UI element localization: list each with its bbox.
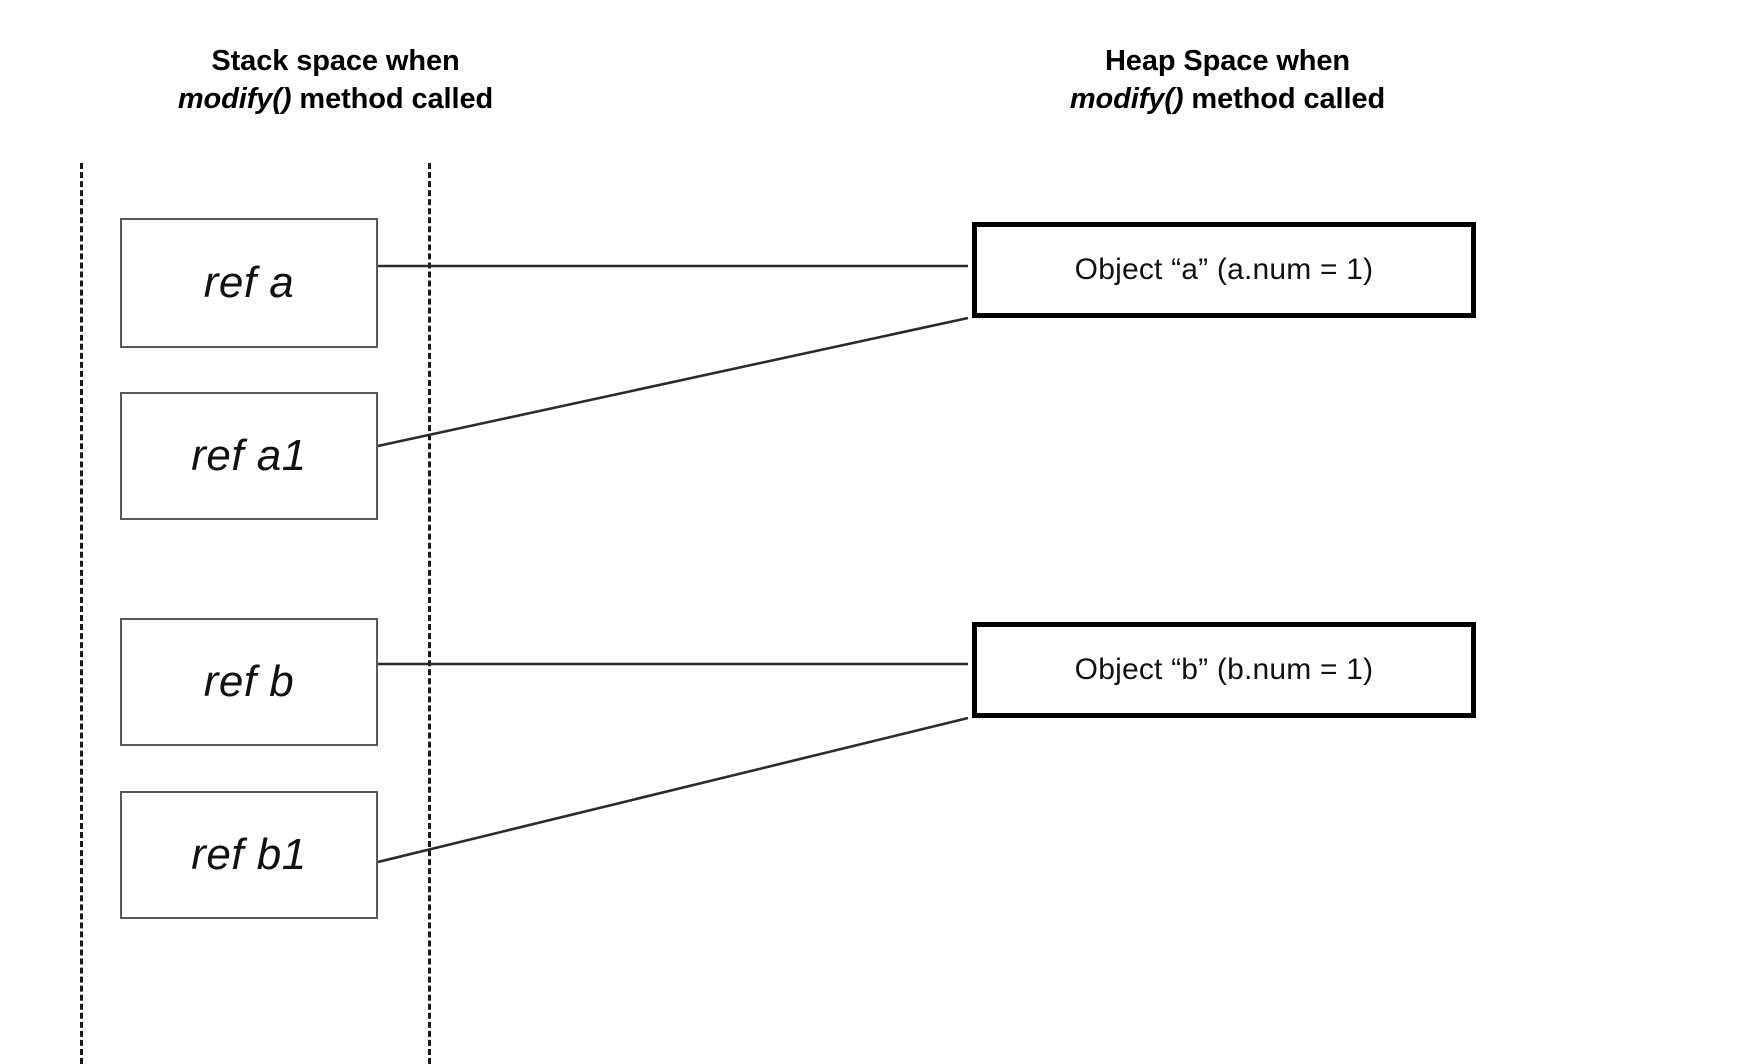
stack-boundary-right-dashed-line [428,163,431,1064]
heap-box-object-b: Object “b” (b.num = 1) [972,622,1476,718]
heap-column-title: Heap Space when modify() method called [950,42,1505,119]
stack-box-ref-a1: ref a1 [120,392,378,520]
stack-box-label: ref b1 [191,830,307,879]
heap-title-line2: modify() method called [950,80,1505,118]
stack-box-ref-b: ref b [120,618,378,746]
heap-title-line2-rest: method called [1183,83,1386,116]
heap-box-label: Object “a” (a.num = 1) [1074,253,1374,286]
stack-box-label: ref a1 [191,431,307,480]
heap-title-line1: Heap Space when [1104,45,1351,77]
arrow-ref-a-to-object-a [378,264,968,268]
stack-title-line1: Stack space when [211,45,460,77]
arrow-ref-a1-to-object-a [377,316,969,448]
stack-box-ref-a: ref a [120,218,378,348]
arrow-ref-b-to-object-b [378,662,968,666]
stack-column-title: Stack space when modify() method called [58,42,613,119]
stack-box-ref-b1: ref b1 [120,791,378,919]
arrow-ref-b1-to-object-b [377,716,969,864]
stack-title-line2-rest: method called [291,83,494,116]
heap-title-method-name: modify() [1069,83,1184,116]
stack-box-label: ref b [203,657,295,706]
heap-box-label: Object “b” (b.num = 1) [1074,653,1374,686]
stack-title-line2: modify() method called [58,80,613,118]
stack-boundary-left-dashed-line [80,163,83,1064]
stack-box-label: ref a [203,258,295,307]
stack-title-method-name: modify() [177,83,292,116]
heap-box-object-a: Object “a” (a.num = 1) [972,222,1476,318]
